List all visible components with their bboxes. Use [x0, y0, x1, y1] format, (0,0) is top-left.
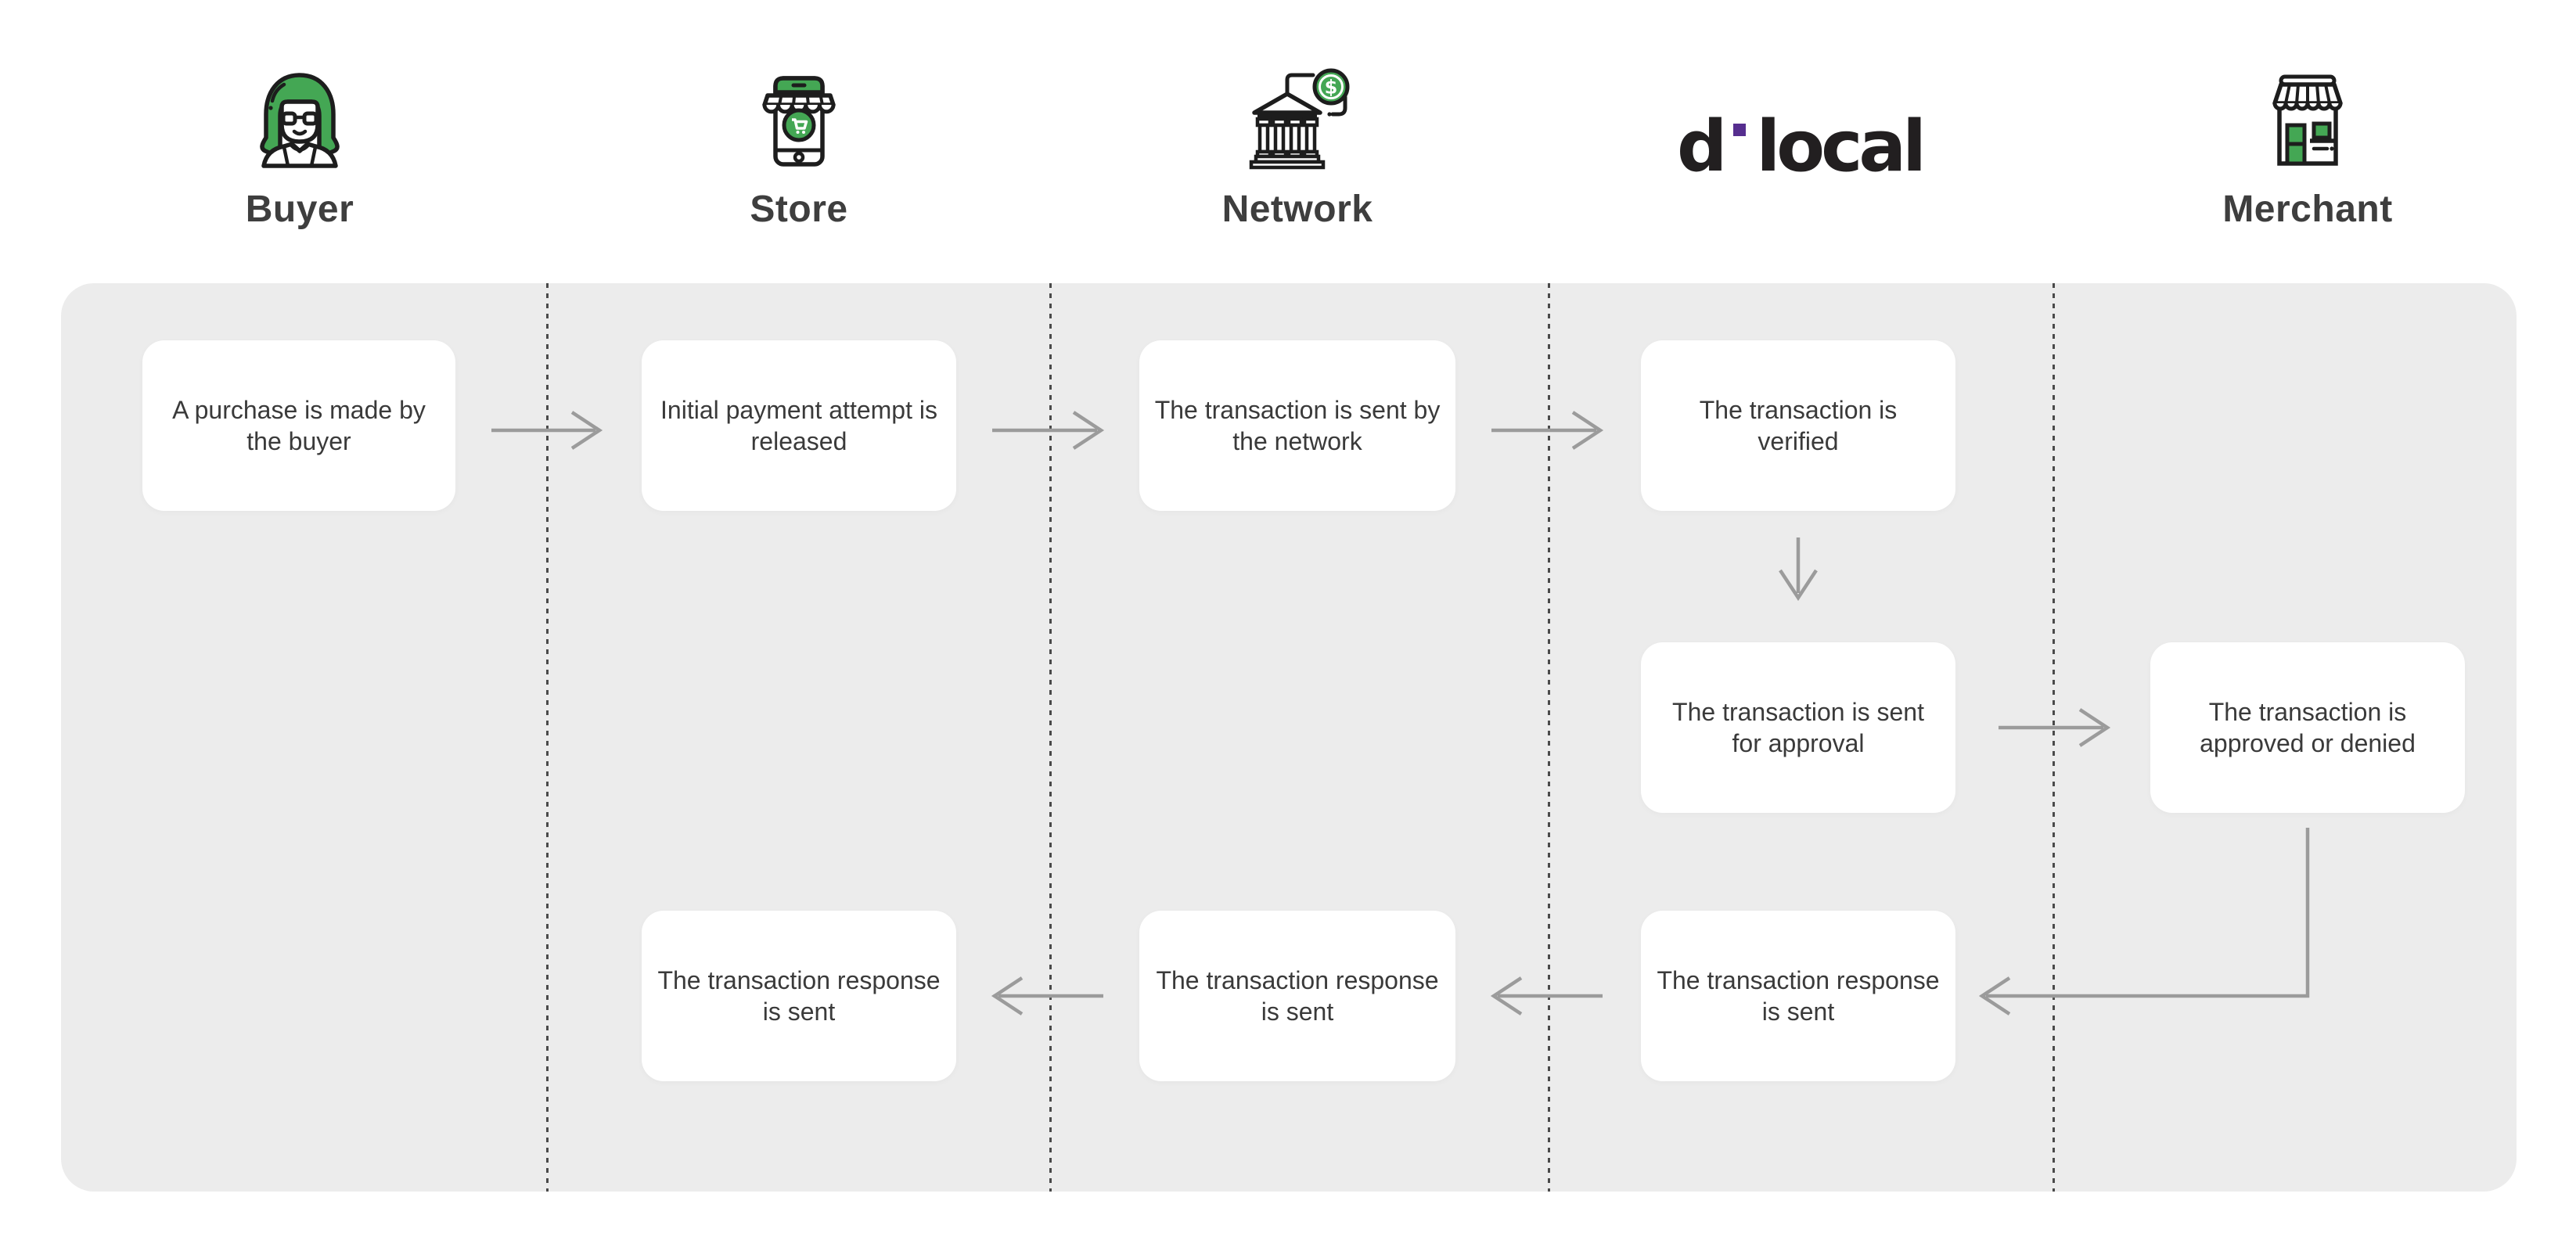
step-verified: The transaction is verified [1641, 340, 1955, 511]
dlocal-logo-d: d [1676, 106, 1727, 188]
dlocal-logo-dot [1733, 124, 1747, 136]
column-separator-network-dlocal [1548, 283, 1550, 1192]
store-phone-icon [762, 76, 836, 167]
step-response-network: The transaction response is sent [1139, 911, 1455, 1081]
step-sent-for-approval: The transaction is sent for approval [1641, 642, 1955, 813]
column-separator-buyer-store [546, 283, 549, 1192]
actor-network: $ Network [1180, 66, 1415, 231]
actor-label-buyer: Buyer [245, 189, 354, 230]
actor-buyer: Buyer [182, 66, 417, 231]
buyer-woman-icon [260, 73, 340, 168]
step-approved-or-denied: The transaction is approved or denied [2150, 642, 2465, 813]
actor-store: Store [682, 66, 916, 231]
actor-label-network: Network [1221, 189, 1373, 230]
merchant-storefront-icon [2272, 74, 2343, 166]
bank-network-icon: $ [1249, 68, 1350, 170]
column-separator-dlocal-merchant [2053, 283, 2055, 1192]
step-response-store: The transaction response is sent [642, 911, 956, 1081]
step-initial-attempt: Initial payment attempt is released [642, 340, 956, 511]
step-purchase-made: A purchase is made by the buyer [142, 340, 455, 511]
dlocal-logo-local: local [1756, 106, 1927, 188]
step-sent-by-network: The transaction is sent by the network [1139, 340, 1455, 511]
actor-label-store: Store [750, 189, 848, 230]
actor-label-merchant: Merchant [2222, 189, 2393, 230]
step-response-dlocal: The transaction response is sent [1641, 911, 1955, 1081]
actor-merchant: Merchant [2190, 66, 2425, 231]
column-separator-store-network [1049, 283, 1052, 1192]
svg-text:$: $ [1325, 77, 1338, 99]
